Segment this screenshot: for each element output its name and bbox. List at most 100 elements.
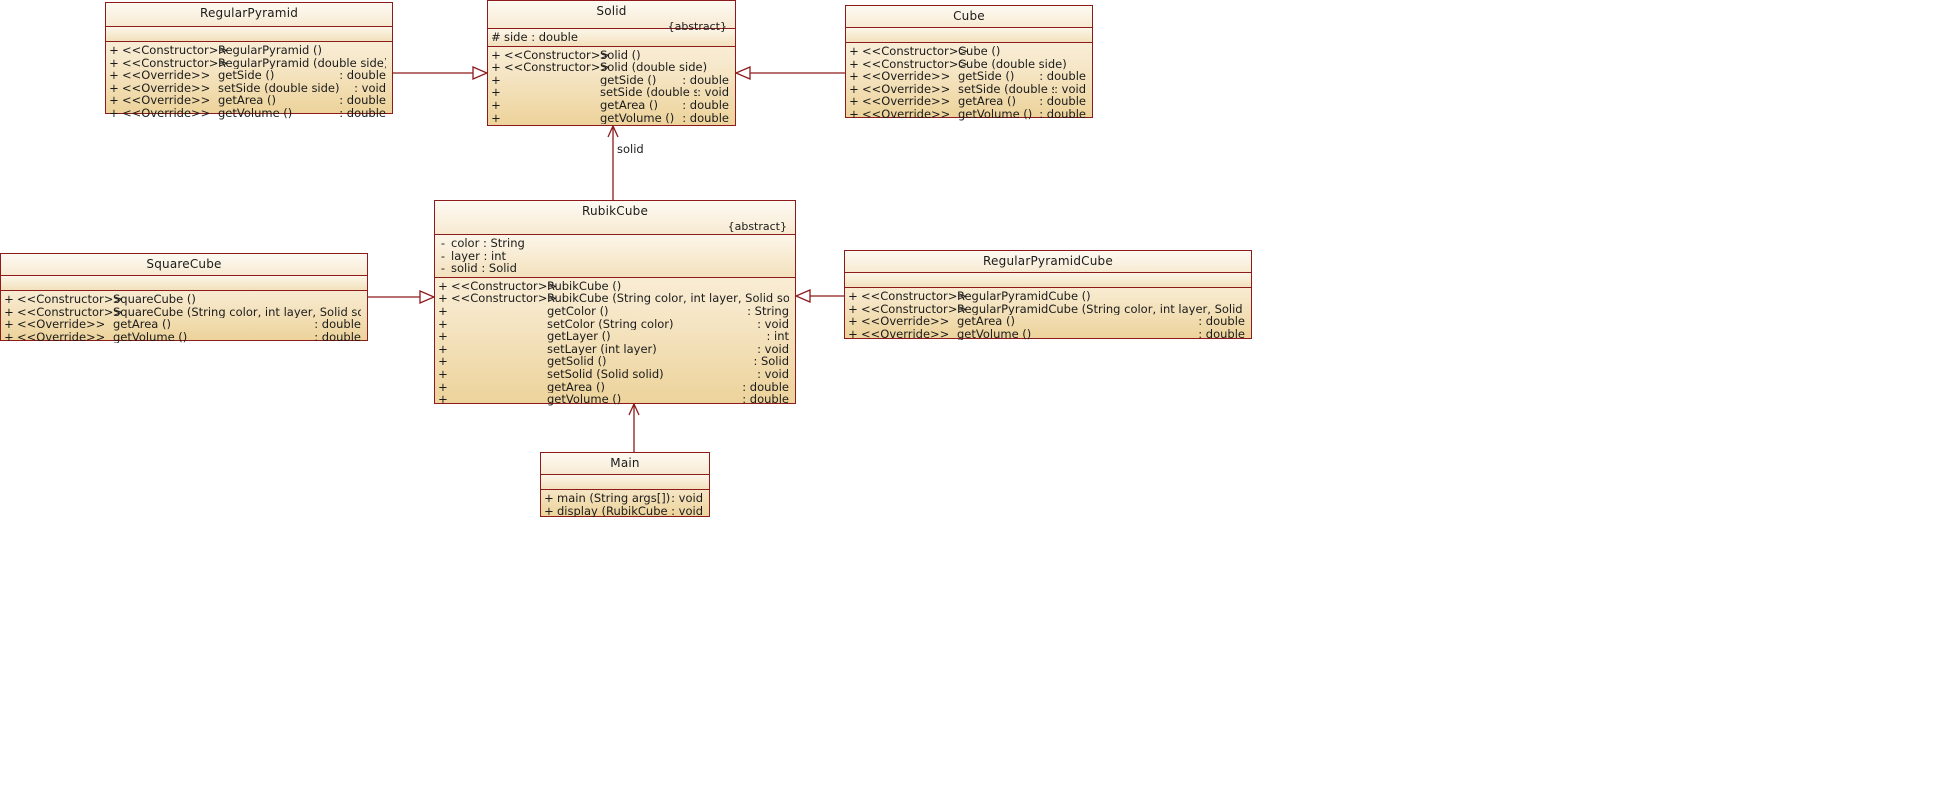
operation-return-type: : double [742, 392, 789, 407]
operation-signature: RegularPyramid () [218, 44, 322, 57]
operation-signature: SquareCube (String color, int layer, Sol… [113, 305, 361, 319]
visibility-marker: # [491, 30, 501, 44]
class-name-cube: Cube [953, 9, 985, 23]
visibility-marker: + [491, 72, 501, 87]
uml-class-main[interactable]: Main +main (String args[]): void+display … [540, 452, 710, 517]
visibility-marker: + [438, 354, 448, 369]
visibility-marker: + [544, 491, 554, 505]
operation-signature: Cube (double side) [958, 57, 1067, 71]
operation-signature: getSide () [958, 70, 1015, 83]
visibility-marker: + [438, 316, 448, 331]
operation-stereotype: <<Override>> [122, 105, 211, 120]
operation-row: +getArea (): double [488, 99, 735, 112]
operation-return-type: : double [1198, 326, 1245, 341]
visibility-marker: + [491, 60, 501, 75]
operation-row: +getVolume (): double [488, 111, 735, 125]
visibility-marker: + [438, 303, 448, 318]
operation-stereotype: <<Override>> [862, 106, 951, 121]
operation-stereotype: <<Override>> [122, 68, 211, 83]
uml-class-regular-pyramid[interactable]: RegularPyramid+<<Constructor>>RegularPyr… [105, 2, 393, 119]
uml-class-regular-pyramid-cube[interactable]: RegularPyramidCube+<<Constructor>>Regula… [844, 250, 1252, 340]
operation-compartment-regular-pyramid-cube: +<<Constructor>>RegularPyramidCube ()+<<… [845, 288, 1251, 343]
visibility-marker: + [4, 304, 14, 319]
operation-signature: getVolume () [547, 393, 622, 406]
uml-class-solid[interactable]: Solid{abstract}#side : double+<<Construc… [487, 0, 736, 126]
operation-row: +setSide (double side): void [488, 86, 735, 99]
operation-stereotype: <<Override>> [17, 329, 106, 344]
operation-row: +<<Override>>getArea (): double [106, 94, 392, 107]
uml-class-rubik-cube[interactable]: RubikCube{abstract}-color : String-layer… [434, 200, 796, 407]
class-name-band-rubik-cube: RubikCube{abstract} [435, 201, 795, 235]
visibility-marker: + [4, 329, 14, 344]
visibility-marker: - [440, 236, 446, 250]
operation-row: +<<Override>>setSide (double side): void [106, 82, 392, 95]
operation-signature: getArea () [547, 380, 605, 394]
operation-stereotype: <<Constructor>> [504, 47, 611, 62]
operation-compartment-cube: +<<Constructor>>Cube ()+<<Constructor>>C… [846, 43, 1092, 124]
operation-return-type: : double [339, 93, 386, 108]
class-name-main: Main [610, 456, 640, 470]
operation-row: +<<Override>>getArea (): double [846, 95, 1092, 108]
visibility-marker: + [438, 379, 448, 394]
class-name-square-cube: SquareCube [146, 257, 222, 271]
operation-stereotype: <<Constructor>> [122, 43, 229, 57]
operation-row: +getColor (): String [435, 305, 795, 318]
class-abstract-tag-rubik-cube: {abstract} [727, 220, 787, 233]
operation-stereotype: <<Override>> [861, 326, 950, 341]
operation-signature: getLayer () [547, 330, 611, 343]
operation-row: +main (String args[]): void [541, 492, 709, 505]
uml-class-square-cube[interactable]: SquareCube+<<Constructor>>SquareCube ()+… [0, 253, 368, 344]
visibility-marker: + [848, 289, 858, 303]
operation-signature: RegularPyramidCube () [957, 290, 1091, 303]
visibility-marker: + [4, 292, 14, 306]
operation-row: +getSide (): double [488, 74, 735, 87]
uml-class-cube[interactable]: Cube+<<Constructor>>Cube ()+<<Constructo… [845, 5, 1093, 120]
operation-signature: getSide () [218, 69, 275, 82]
operation-row: +<<Constructor>>SquareCube () [1, 293, 367, 306]
operation-stereotype: <<Constructor>> [861, 301, 968, 316]
attribute-compartment-rubik-cube: -color : String-layer : int-solid : Soli… [435, 235, 795, 278]
operation-signature: getArea () [958, 95, 1016, 108]
operation-stereotype: <<Constructor>> [451, 291, 558, 306]
attribute-row: -layer : int [435, 249, 795, 263]
operation-signature: RegularPyramid (double side) [218, 56, 386, 70]
operation-signature: getArea () [600, 98, 658, 112]
solid-role-label: solid [617, 142, 644, 156]
operation-row: +<<Override>> getVolume () : double [845, 328, 1251, 341]
operation-row: +display (RubikCube rubik): void [541, 504, 709, 518]
operation-signature: getVolume () [957, 327, 1032, 341]
operation-row: +<<Override>>setSide (double side): void [846, 83, 1092, 96]
visibility-marker: + [438, 392, 448, 407]
operation-return-type: : void [1054, 81, 1086, 96]
operation-signature: setSide (double side) [218, 81, 340, 95]
operation-return-type: : String [747, 303, 789, 318]
visibility-marker: - [440, 261, 446, 276]
operation-return-type: : void [697, 85, 729, 100]
operation-signature: SquareCube () [113, 293, 196, 306]
operation-stereotype: <<Override>> [861, 314, 950, 329]
operation-return-type: : void [757, 366, 789, 381]
attribute-compartment-regular-pyramid-cube [845, 273, 1251, 288]
operation-return-type: : void [757, 316, 789, 331]
operation-row: +getLayer (): int [435, 330, 795, 343]
class-name-regular-pyramid-cube: RegularPyramidCube [983, 254, 1113, 268]
class-name-band-solid: Solid{abstract} [488, 1, 735, 33]
visibility-marker: + [438, 291, 448, 306]
attribute-signature: solid : Solid [451, 262, 517, 275]
operation-return-type: : double [1198, 314, 1245, 329]
operation-signature: main (String args[]) [557, 492, 671, 505]
operation-return-type: : Solid [753, 354, 789, 369]
visibility-marker: + [848, 326, 858, 341]
operation-stereotype: <<Constructor>> [862, 44, 969, 58]
operation-return-type: : double [682, 97, 729, 112]
operation-stereotype: <<Constructor>> [17, 304, 124, 319]
operation-stereotype: <<Constructor>> [861, 289, 968, 303]
operation-signature: RegularPyramidCube (String color, int la… [957, 302, 1245, 316]
class-name-band-cube: Cube [846, 6, 1092, 28]
operation-stereotype: <<Constructor>> [17, 292, 124, 306]
operation-signature: RubikCube () [547, 279, 622, 293]
operation-return-type: : double [1039, 69, 1086, 84]
operation-row: +getSolid (): Solid [435, 355, 795, 368]
operation-row: +<<Constructor>>RegularPyramid (double s… [106, 56, 392, 70]
